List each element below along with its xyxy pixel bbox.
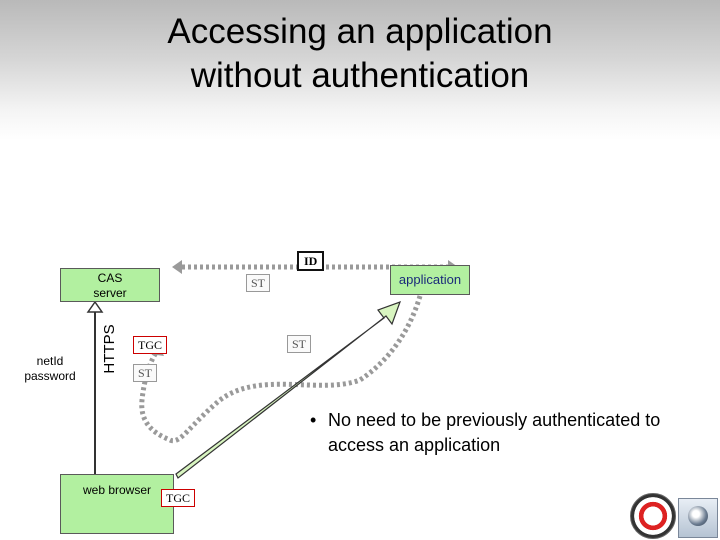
https-arrow-head <box>86 300 104 313</box>
credentials-password: password <box>24 369 76 383</box>
title-line-1: Accessing an application <box>167 12 553 51</box>
web-browser-node: web browser <box>60 474 174 534</box>
dotted-app-st-loop <box>139 295 423 444</box>
ticket-tgc-browser: TGC <box>161 489 195 507</box>
application-node: application <box>390 265 470 295</box>
ticket-st-browser: ST <box>133 364 158 382</box>
cas-server-label-2: server <box>93 286 127 300</box>
eye-logo-icon <box>678 498 718 538</box>
ticket-id: ID <box>297 251 325 271</box>
slide-title: Accessing an application without authent… <box>0 10 720 98</box>
ticket-st-top: ST <box>246 274 271 292</box>
https-label: HTTPS <box>101 324 118 374</box>
ticket-tgc-cas: TGC <box>133 336 167 354</box>
bullet-symbol: • <box>310 410 317 430</box>
bullet-point: • No need to be previously authenticated… <box>310 408 710 458</box>
cas-server-node: CAS server <box>60 268 160 302</box>
browser-to-app-arrow <box>175 300 402 479</box>
title-line-2: without authentication <box>190 56 530 95</box>
bullet-text: No need to be previously authenticated t… <box>328 410 661 455</box>
cas-server-label-1: CAS <box>97 271 123 285</box>
credentials-netid: netId <box>36 354 64 368</box>
eye-icon <box>688 506 708 526</box>
dotted-cas-app-arrow-left <box>172 260 182 274</box>
web-browser-label: web browser <box>82 483 152 497</box>
credentials-label: netId password <box>18 354 82 384</box>
application-label: application <box>398 272 462 287</box>
ticket-st-app: ST <box>287 335 312 353</box>
seal-logo-icon <box>630 493 676 539</box>
